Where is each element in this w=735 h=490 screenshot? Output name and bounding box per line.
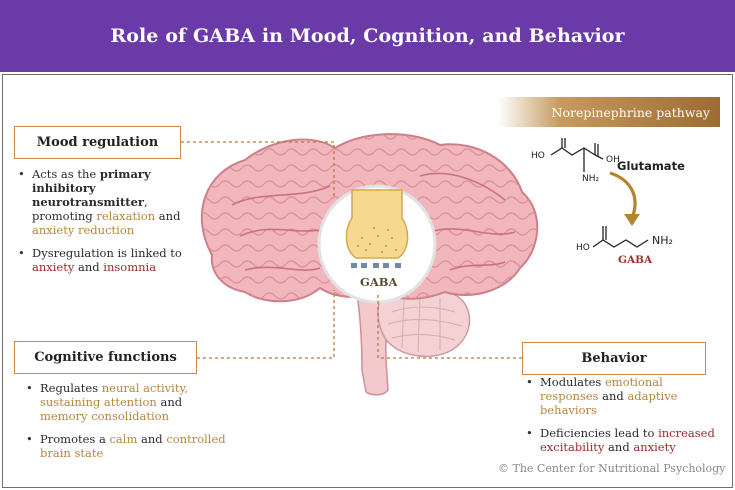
glu-nh2-label: NH₂ bbox=[582, 174, 600, 184]
mood-bullet-2: Dysregulation is linked to anxiety and i… bbox=[18, 246, 203, 274]
title-bar: Role of GABA in Mood, Cognition, and Beh… bbox=[0, 0, 735, 72]
gaba-nh2-label: NH₂ bbox=[652, 234, 673, 247]
cognitive-bullet-2: Promotes a calm and controlled brain sta… bbox=[26, 432, 231, 460]
behavior-box: Behavior bbox=[522, 342, 706, 375]
behavior-heading: Behavior bbox=[581, 351, 647, 366]
gaba-ho-label: HO bbox=[576, 243, 590, 253]
glutamate-molecule bbox=[550, 138, 604, 172]
pathway-banner-text: Norepinephrine pathway bbox=[551, 104, 710, 120]
cognitive-bullets: Regulates neural activity, sustaining at… bbox=[26, 381, 231, 469]
mood-regulation-heading: Mood regulation bbox=[36, 135, 159, 150]
glu-ho-label: HO bbox=[531, 151, 545, 161]
synapse-label: GABA bbox=[360, 275, 398, 289]
connector-lines bbox=[181, 141, 522, 359]
gaba-molecule-label: GABA bbox=[618, 254, 653, 266]
pathway-banner: Norepinephrine pathway bbox=[498, 97, 720, 127]
synapse-diagram bbox=[317, 184, 437, 304]
mood-bullets: Acts as the primary inhibitory neurotran… bbox=[18, 167, 203, 283]
behavior-bullets: Modulates emotional responses and adapti… bbox=[526, 375, 716, 463]
behavior-bullet-1: Modulates emotional responses and adapti… bbox=[526, 375, 716, 417]
glu-oh-label: OH bbox=[606, 155, 620, 165]
cognitive-functions-box: Cognitive functions bbox=[14, 341, 197, 374]
cognitive-functions-heading: Cognitive functions bbox=[34, 350, 177, 365]
conversion-arrow bbox=[609, 171, 637, 219]
mood-bullet-1: Acts as the primary inhibitory neurotran… bbox=[18, 167, 203, 237]
glutamate-label: Glutamate bbox=[617, 159, 685, 173]
content-frame bbox=[2, 74, 733, 488]
mood-regulation-box: Mood regulation bbox=[14, 126, 181, 159]
cognitive-bullet-1: Regulates neural activity, sustaining at… bbox=[26, 381, 231, 423]
behavior-bullet-2: Deficiencies lead to increased excitabil… bbox=[526, 426, 716, 454]
page-title: Role of GABA in Mood, Cognition, and Beh… bbox=[110, 25, 625, 47]
gaba-molecule bbox=[592, 226, 649, 248]
copyright-notice: © The Center for Nutritional Psychology bbox=[498, 462, 726, 475]
